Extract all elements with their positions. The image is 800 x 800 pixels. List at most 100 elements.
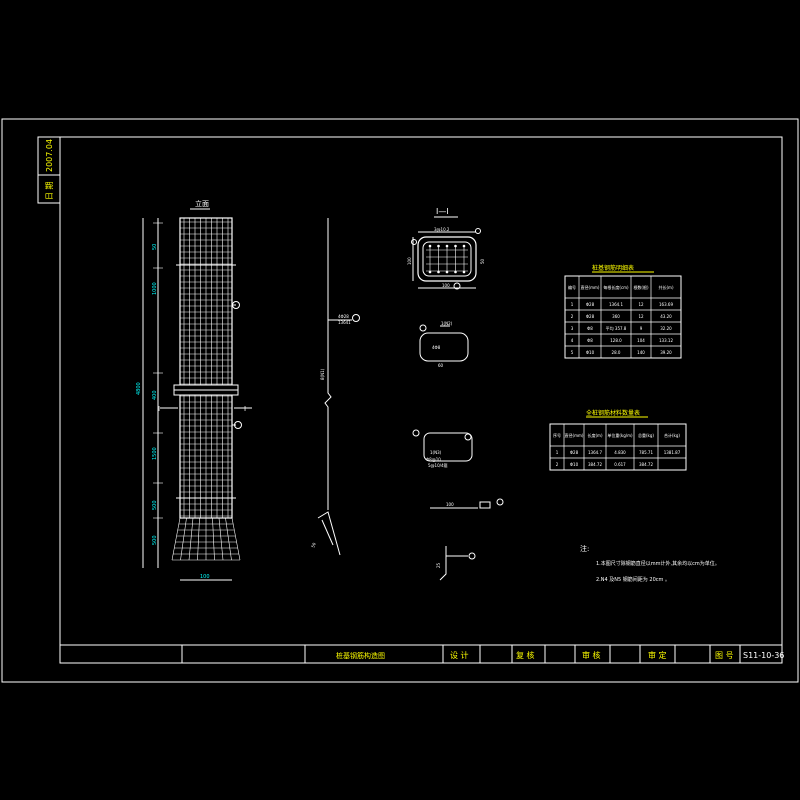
elevation-dim-label: 50 <box>152 244 158 250</box>
elevation-dim-label: 1000 <box>152 282 158 295</box>
title-block: 桩基钢筋构造图 设 计 复 核 审 核 审 定 图 号 S11-10-36 <box>60 644 784 663</box>
section-bar-dot <box>437 270 440 274</box>
section-right-dim: 50 <box>480 258 485 264</box>
elevation-dim-label: 500 <box>152 535 158 545</box>
table-header-cell: 根数(根) <box>633 284 649 290</box>
table-header-cell: 总重(kg) <box>638 432 654 438</box>
section-bottom-dim: 100 <box>442 283 450 288</box>
section-bar-dot <box>445 270 449 274</box>
small-bar2-label: 25 <box>436 562 441 568</box>
table-cell: 140 <box>637 350 645 355</box>
rebar-top-label-b: 13641 <box>338 320 351 325</box>
bottom-dim: 100 <box>200 574 210 580</box>
table-cell: Φ8 <box>587 338 593 343</box>
approve-label: 审 定 <box>648 650 667 660</box>
table-header-cell: 单位重(kg/m) <box>607 432 633 438</box>
flare-bar <box>180 517 187 561</box>
table-cell: 104 <box>637 338 645 343</box>
table-cell: 1364.1 <box>609 302 623 307</box>
section-bars <box>426 244 468 274</box>
small-bar-2: 25 <box>436 546 476 581</box>
rebar-top-label-a: 4Φ28 <box>338 314 349 319</box>
section-view: I—I 3@10.2 100 50 100 <box>407 207 485 290</box>
table-header-cell: 共长(m) <box>658 284 673 290</box>
table-cell: 384.72 <box>639 462 653 467</box>
table-2: 全桩钢筋材料数量表 序号直径(mm)长度(m)单位重(kg/m)总重(kg)合计… <box>549 409 687 471</box>
table-cell: 0.617 <box>614 462 626 467</box>
table-header-cell: 长度(m) <box>587 432 602 438</box>
rebar-bottom-label: 50 <box>310 541 317 548</box>
table-cell: 163.69 <box>659 302 673 307</box>
stirrup-shape-1: 1(N2) 4Φ8 60 <box>419 321 469 368</box>
section-mark-left: I <box>158 405 160 413</box>
flare-bar <box>197 517 200 561</box>
flare-bar <box>188 517 194 561</box>
table-cell: Φ10 <box>570 462 579 467</box>
table-cell: 28.0 <box>612 350 621 355</box>
table-cell: Φ8 <box>587 326 593 331</box>
table2-title: 全桩钢筋材料数量表 <box>586 409 640 417</box>
table-cell: 5 <box>571 350 574 355</box>
table-cell: 785.71 <box>639 450 653 455</box>
cage-stirrups <box>176 221 236 517</box>
flare-bar <box>231 517 241 561</box>
table-header-cell: 直径(mm) <box>565 432 584 438</box>
flare-bar <box>225 517 232 561</box>
inner-frame <box>59 136 783 664</box>
table-cell: 9 <box>640 326 643 331</box>
design-label: 设 计 <box>450 650 469 660</box>
outer-frame <box>1 118 799 683</box>
elevation-dim-label: 500 <box>152 500 158 510</box>
drawing-no: S11-10-36 <box>743 651 784 660</box>
section-bar-dot <box>428 244 432 248</box>
table-header-cell: 编号 <box>568 284 576 290</box>
section-top-dim: 3@10.2 <box>434 227 450 232</box>
cage-flared-bottom <box>171 517 241 561</box>
note-1: 1.本图尺寸除钢筋直径以mm计外,其余均以cm为单位。 <box>596 560 720 567</box>
dim-left-long: 4800 <box>136 382 142 395</box>
table-cell: 2 <box>571 314 574 319</box>
stirrup2-c: 5@10/4箍 <box>428 462 448 468</box>
section-bar-dot <box>462 270 466 274</box>
date-label: 日 期 <box>45 181 54 200</box>
stirrup-shape-2: 1(N3) Φ8@10 5@10/4箍 <box>412 429 473 468</box>
date-value: 2007.04 <box>45 139 54 172</box>
table-cell: 4.830 <box>614 450 626 455</box>
drawing-name: 桩基钢筋构造图 <box>336 651 385 660</box>
elevation-title: 立面 <box>195 199 209 208</box>
table-cell: 384.72 <box>588 462 602 467</box>
stirrup2-a: 1(N3) <box>430 450 442 455</box>
elevation-dim-label: 1500 <box>152 447 158 460</box>
section-bar-dot <box>437 244 440 248</box>
table-cell: 43.20 <box>660 314 672 319</box>
stirrup1-b: 4Φ8 <box>432 345 441 350</box>
stirrup1-c: 60 <box>438 363 444 368</box>
table-cell: 平均 357.8 <box>606 325 627 331</box>
flare-bar <box>171 517 181 561</box>
table-cell: 32.20 <box>660 326 672 331</box>
table-cell: Φ28 <box>570 450 579 455</box>
rebar-detail: 4Φ28 13641 8(N1) 50 <box>310 218 360 556</box>
notes: 注: 1.本图尺寸除钢筋直径以mm计外,其余均以cm为单位。 2.N4 及N5 … <box>580 544 720 583</box>
table-cell: 3 <box>571 326 574 331</box>
table-cell: Φ10 <box>586 350 595 355</box>
section-title: I—I <box>436 207 449 216</box>
table-cell: 128.0 <box>610 338 622 343</box>
table-cell: Φ28 <box>586 302 595 307</box>
section-bar-dot <box>445 244 449 248</box>
table-cell: 1 <box>571 302 574 307</box>
table-header-cell: 序号 <box>553 432 561 438</box>
table-cell: 4 <box>571 338 574 343</box>
cage-longitudinal-bars <box>183 218 229 518</box>
stirrup2-b: Φ8@10 <box>426 457 441 462</box>
table-header-cell: 每根长度(cm) <box>603 284 629 290</box>
table-cell: 12 <box>638 302 644 307</box>
table-border <box>549 423 687 471</box>
rebar-mid-label: 8(N1) <box>320 368 325 380</box>
notes-heading: 注: <box>580 544 589 553</box>
table-cell: 12 <box>638 314 644 319</box>
elevation-dim-label: 400 <box>152 390 158 400</box>
stirrup1-a: 1(N2) <box>441 321 453 326</box>
table-cell: Φ28 <box>586 314 595 319</box>
